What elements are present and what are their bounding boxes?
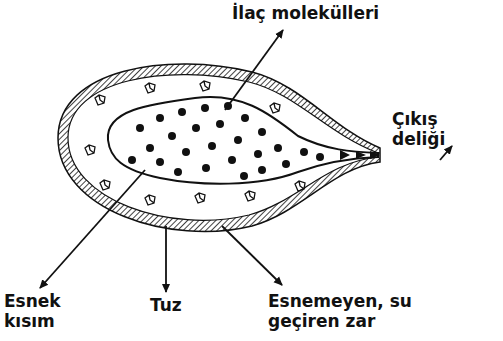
drug-dot <box>240 172 248 180</box>
drug-dot <box>178 108 186 116</box>
part-label: Çıkış deliği <box>392 110 492 149</box>
leader-lines <box>40 30 452 292</box>
drug-dot <box>241 114 249 122</box>
drug-dot <box>258 166 266 174</box>
salt-crystal <box>145 83 155 93</box>
part-label: Esnemeyen, su geçiren zar <box>268 292 418 331</box>
drug-dot <box>201 104 209 112</box>
outflow-arrows <box>340 150 380 160</box>
drug-dot <box>234 136 242 144</box>
drug-dot <box>216 120 224 128</box>
drug-dot <box>156 158 164 166</box>
drug-dot <box>192 124 200 132</box>
drug-dot <box>228 156 236 164</box>
salt-crystal <box>200 81 210 91</box>
drug-dot <box>156 114 164 122</box>
salt-crystal <box>270 103 280 113</box>
drug-dot <box>282 160 290 168</box>
drug-dot <box>254 150 262 158</box>
drug-dot <box>300 148 308 156</box>
salt-crystal <box>100 180 110 190</box>
salt-crystal <box>295 181 305 191</box>
drug-dot <box>182 148 190 156</box>
salt-crystal <box>195 193 205 203</box>
drug-dot <box>258 128 266 136</box>
membrane-inner-edge <box>68 75 378 221</box>
part-label: Esnek kısım <box>4 292 84 331</box>
drug-dot <box>274 144 282 152</box>
salt-crystal <box>245 191 255 201</box>
drug-molecules <box>128 102 324 180</box>
salt-crystal <box>85 145 95 155</box>
drug-dot <box>136 124 144 132</box>
drug-dot <box>202 164 210 172</box>
drug-dot <box>208 142 216 150</box>
drug-dot <box>168 132 176 140</box>
drug-dot <box>174 168 182 176</box>
drug-dot <box>316 153 324 161</box>
flexible-bag <box>108 97 378 184</box>
part-label: Tuz <box>150 296 200 316</box>
salt-crystals <box>85 81 305 205</box>
drug-dot <box>146 144 154 152</box>
drug-dot <box>128 156 136 164</box>
salt-crystal <box>145 195 155 205</box>
rigid-membrane <box>58 64 380 231</box>
salt-crystal <box>95 95 105 105</box>
part-label: İlaç molekülleri <box>232 4 412 24</box>
